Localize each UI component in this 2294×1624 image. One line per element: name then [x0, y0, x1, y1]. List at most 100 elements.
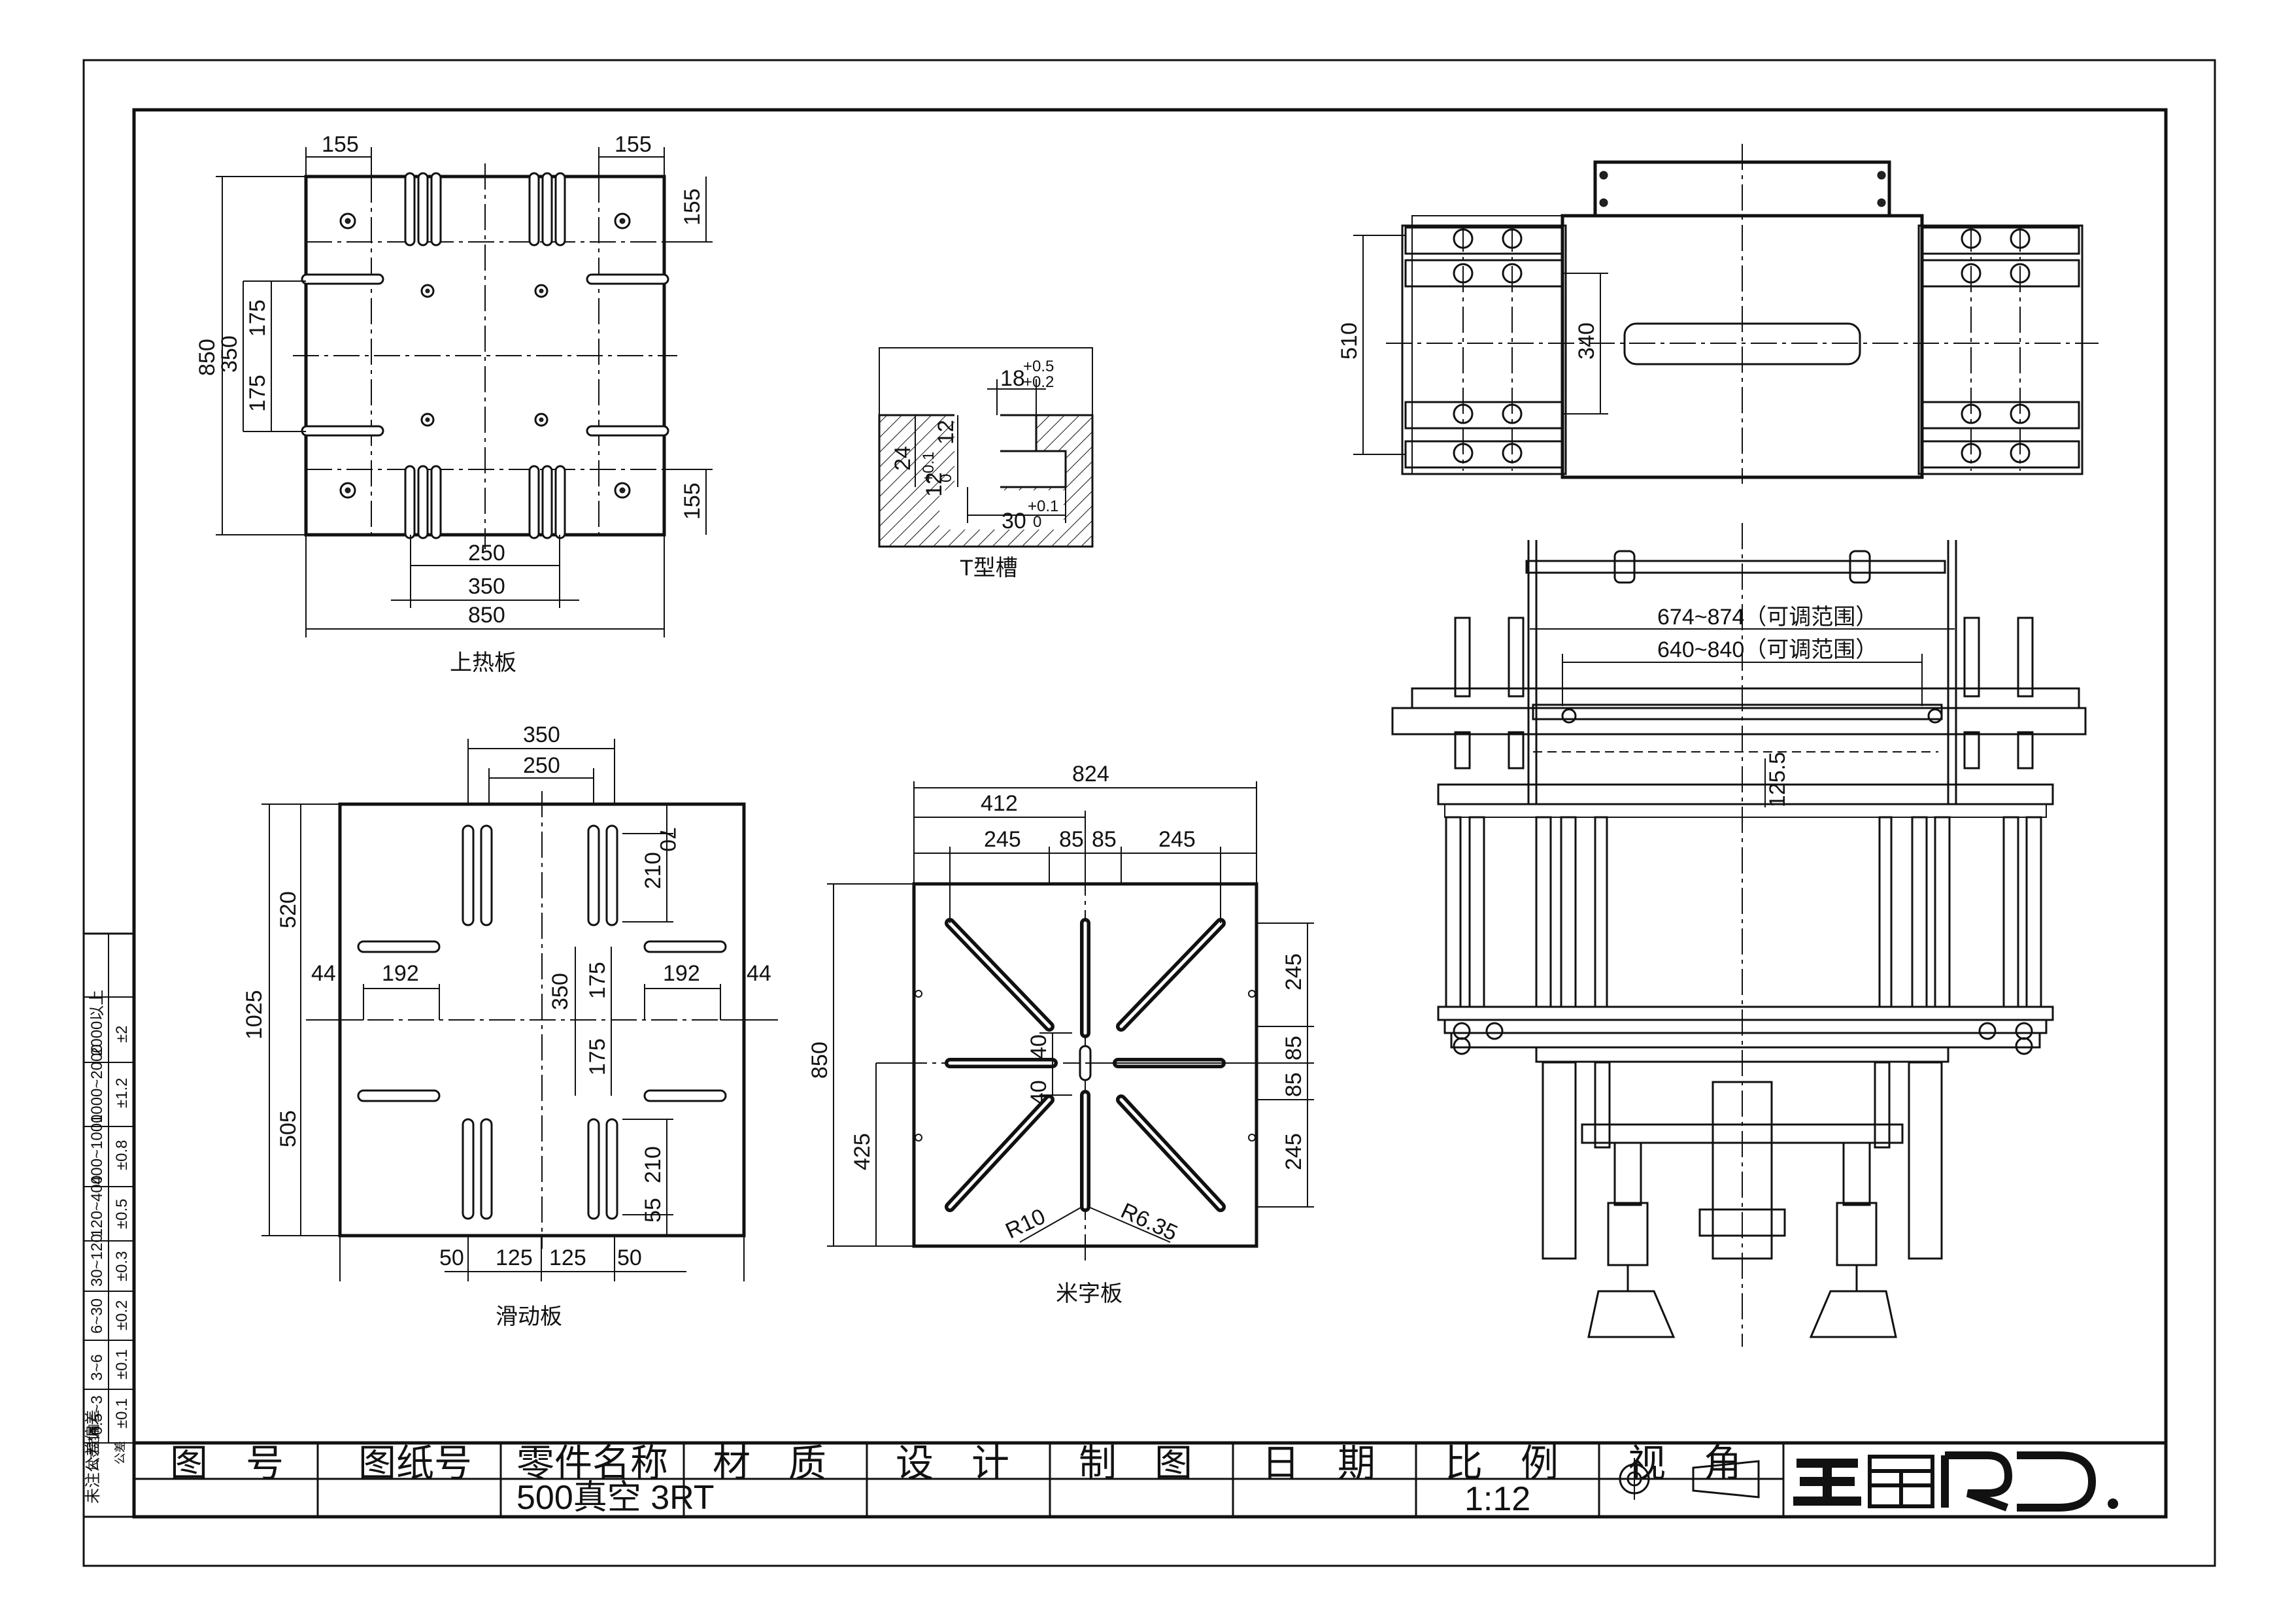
dim-upper-left-upper: 175	[245, 299, 270, 337]
dim-slide-bottom-2: 125	[496, 1245, 533, 1270]
tol-header-tol: 公差	[114, 1441, 127, 1464]
dim-star-right-1: 245	[1281, 953, 1306, 990]
title-block: 图 号 图纸号 零件名称 材 质 设 计 制 图 日 期 比 例 视 角 500…	[134, 1441, 2166, 1537]
dim-upper-left-inner: 350	[217, 335, 242, 373]
tslot-dim-bottom: 30	[1002, 509, 1026, 533]
tb-header-scale: 比 例	[1445, 1442, 1559, 1485]
tol-row-4-tol: ±0.3	[113, 1251, 131, 1281]
dim-star-radius-1: R10	[1002, 1204, 1049, 1243]
logo-text: 王鼎RD	[1896, 1535, 1898, 1537]
corner-holes	[339, 212, 631, 499]
company-logo: 王鼎RD	[1793, 1451, 2118, 1537]
front-view: 674~874（可调范围） 640~840（可调范围） 125.5	[1391, 523, 2087, 1347]
upper-plate-title: 上热板	[450, 651, 516, 675]
tslot-dim-head-tol-upper: +0.1	[920, 452, 937, 482]
tol-row-7-tol: ±1.2	[113, 1077, 131, 1108]
projection-symbol-icon	[1613, 1458, 1772, 1500]
slide-plate-view: 350 250 1025 520 505 70 210 350 175 175 …	[242, 722, 778, 1329]
tb-header-drafting: 制 图	[1079, 1442, 1192, 1485]
dim-star-total-width: 824	[1072, 762, 1109, 787]
dim-upper-right-top: 155	[680, 188, 705, 226]
dim-upper-bottom-inner: 250	[468, 541, 505, 566]
dim-slide-top-inner: 250	[523, 753, 560, 778]
tslot-dim-depth: 24	[890, 446, 915, 471]
dim-star-left-half: 425	[850, 1133, 875, 1170]
dim-upper-top-left: 155	[322, 132, 359, 157]
tslot-dim-bottom-tol-lower: 0	[1033, 513, 1041, 531]
tol-row-6-range: 400~1000	[88, 1115, 106, 1185]
dim-star-inner-upper: 40	[1026, 1034, 1051, 1059]
upper-plate-slots	[301, 172, 669, 539]
tol-row-5-tol: ±0.5	[113, 1198, 131, 1229]
tb-header-material: 材 质	[713, 1442, 826, 1485]
top-view-left-block	[1401, 215, 1567, 475]
tb-header-design: 设 计	[896, 1442, 1009, 1485]
dim-front-offset: 125.5	[1765, 752, 1790, 807]
dim-slide-right-top: 70	[655, 827, 680, 852]
dim-upper-right-bottom: 155	[680, 482, 705, 520]
top-view-right-block	[1917, 224, 2083, 475]
tol-header-range: 尺寸范围	[88, 1424, 101, 1471]
tslot-dim-bottom-tol-upper: +0.1	[1028, 498, 1058, 515]
dim-star-right-4: 245	[1281, 1133, 1306, 1170]
dim-star-seg-1: 245	[984, 827, 1021, 852]
dim-star-radius-2: R6.35	[1117, 1198, 1181, 1246]
dim-star-right-2: 85	[1281, 1036, 1306, 1060]
dim-slide-center-175-upper: 175	[585, 962, 610, 999]
inner-frame	[132, 108, 2168, 1519]
dim-slide-left-edge: 44	[311, 961, 336, 986]
dim-slide-left-total: 1025	[242, 990, 267, 1040]
tslot-dim-head: 12	[922, 472, 947, 497]
dim-star-right-3: 85	[1281, 1072, 1306, 1097]
outer-border	[82, 59, 2216, 1567]
dim-slide-top-outer: 350	[523, 722, 560, 747]
tol-side-label: 未注公差偏差	[84, 1410, 102, 1504]
tb-value-scale: 1:12	[1464, 1480, 1530, 1518]
dim-front-range-inner: 640~840（可调范围）	[1657, 637, 1878, 662]
tslot-dim-neck: 12	[934, 420, 958, 445]
tol-row-8-range: 2000以上	[88, 990, 106, 1056]
tol-row-4-range: 30~120	[88, 1234, 106, 1287]
dim-star-seg-2: 85	[1059, 827, 1084, 852]
dim-slide-bottom-3: 125	[549, 1245, 586, 1270]
tol-row-1-range: 0.5~3	[88, 1395, 106, 1435]
t-slot-view: 18 +0.5 +0.2 24 12 12 +0.1 0 30 +0.1 0 T…	[878, 347, 1094, 581]
tb-header-part-name: 零件名称	[516, 1442, 668, 1485]
star-plate-view: 824 412 245 85 85 245 850 425 245 85 85 …	[807, 762, 1314, 1306]
t-slot-title: T型槽	[960, 556, 1018, 581]
dim-upper-left-total: 850	[195, 339, 220, 376]
dim-star-inner-lower: 40	[1026, 1080, 1051, 1105]
dim-slide-left-lower: 505	[276, 1110, 301, 1147]
tol-row-3-tol: ±0.2	[113, 1300, 131, 1330]
tb-header-date: 日 期	[1262, 1442, 1375, 1485]
tb-header-view-angle: 视 角	[1628, 1442, 1742, 1485]
dim-slide-right-edge: 44	[747, 961, 771, 986]
dim-slide-right-bottom: 55	[641, 1198, 666, 1223]
tslot-dim-head-tol-lower: 0	[937, 474, 955, 482]
tol-row-6-tol: ±0.8	[113, 1140, 131, 1170]
dim-slide-bottom-4: 50	[617, 1245, 642, 1270]
tol-row-2-range: 3~6	[88, 1354, 106, 1381]
dim-slide-center-350: 350	[548, 973, 573, 1010]
dim-upper-left-lower: 175	[245, 375, 270, 412]
dim-front-range-outer: 674~874（可调范围）	[1657, 605, 1878, 630]
dim-star-left-total: 850	[807, 1041, 832, 1079]
dim-star-half-width: 412	[981, 791, 1018, 816]
tslot-dim-top-tol-upper: +0.5	[1023, 358, 1054, 375]
dim-star-seg-4: 245	[1158, 827, 1196, 852]
dim-slide-right-slot: 192	[663, 961, 700, 986]
tol-row-7-range: 1000~2000	[88, 1044, 106, 1123]
upper-plate-view: 155 155 850 350 175 175 155 155 250 350 …	[195, 132, 713, 675]
dim-slide-left-slot: 192	[382, 961, 419, 986]
tol-row-5-range: 120~400	[88, 1176, 106, 1237]
dim-slide-right-lower-slot: 210	[641, 1146, 666, 1183]
dim-star-seg-3: 85	[1092, 827, 1117, 852]
dim-slide-bottom-1: 50	[439, 1245, 464, 1270]
tol-row-8-tol: ±2	[113, 1025, 131, 1043]
tslot-dim-top-tol-lower: +0.2	[1023, 373, 1054, 391]
tslot-dim-top: 18	[1000, 366, 1025, 391]
tb-header-sheet-no: 图纸号	[358, 1442, 472, 1485]
dim-slide-right-upper-slot: 210	[641, 852, 666, 889]
